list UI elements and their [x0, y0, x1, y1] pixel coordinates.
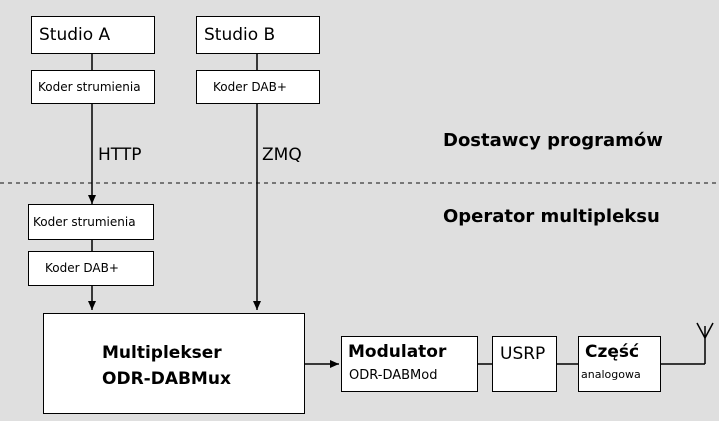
dab-encoder-b-box: Koder DAB+	[196, 70, 320, 104]
dab-encoder-b-label: Koder DAB+	[213, 80, 287, 94]
analog-part-box: Część analogowa	[578, 336, 661, 392]
modulator-title: Modulator	[348, 342, 447, 362]
stream-encoder-op-label: Koder strumienia	[33, 215, 136, 229]
dab-encoder-op-box: Koder DAB+	[28, 251, 154, 286]
studio-a-box: Studio A	[31, 16, 155, 54]
analog-part-title: Część	[585, 342, 640, 362]
usrp-label: USRP	[500, 344, 546, 364]
zone-label-providers: Dostawcy programów	[443, 130, 663, 151]
analog-part-subtitle: analogowa	[581, 368, 641, 381]
multiplexer-software: ODR-DABMux	[102, 369, 231, 389]
zmq-label: ZMQ	[262, 145, 302, 165]
antenna-icon	[696, 322, 714, 364]
stream-encoder-op-box: Koder strumienia	[28, 204, 154, 240]
multiplexer-box: Multiplekser ODR-DABMux	[43, 313, 305, 414]
dab-encoder-op-label: Koder DAB+	[45, 261, 119, 275]
zone-label-operator: Operator multipleksu	[443, 206, 660, 227]
stream-encoder-a-label: Koder strumienia	[38, 80, 141, 94]
studio-b-label: Studio B	[204, 25, 276, 45]
usrp-box: USRP	[492, 336, 557, 392]
http-label: HTTP	[98, 145, 142, 165]
modulator-software: ODR-DABMod	[349, 368, 438, 383]
modulator-box: Modulator ODR-DABMod	[341, 336, 478, 392]
stream-encoder-a-box: Koder strumienia	[31, 70, 155, 104]
studio-b-box: Studio B	[196, 16, 320, 54]
studio-a-label: Studio A	[39, 25, 111, 45]
multiplexer-title: Multiplekser	[102, 343, 222, 363]
